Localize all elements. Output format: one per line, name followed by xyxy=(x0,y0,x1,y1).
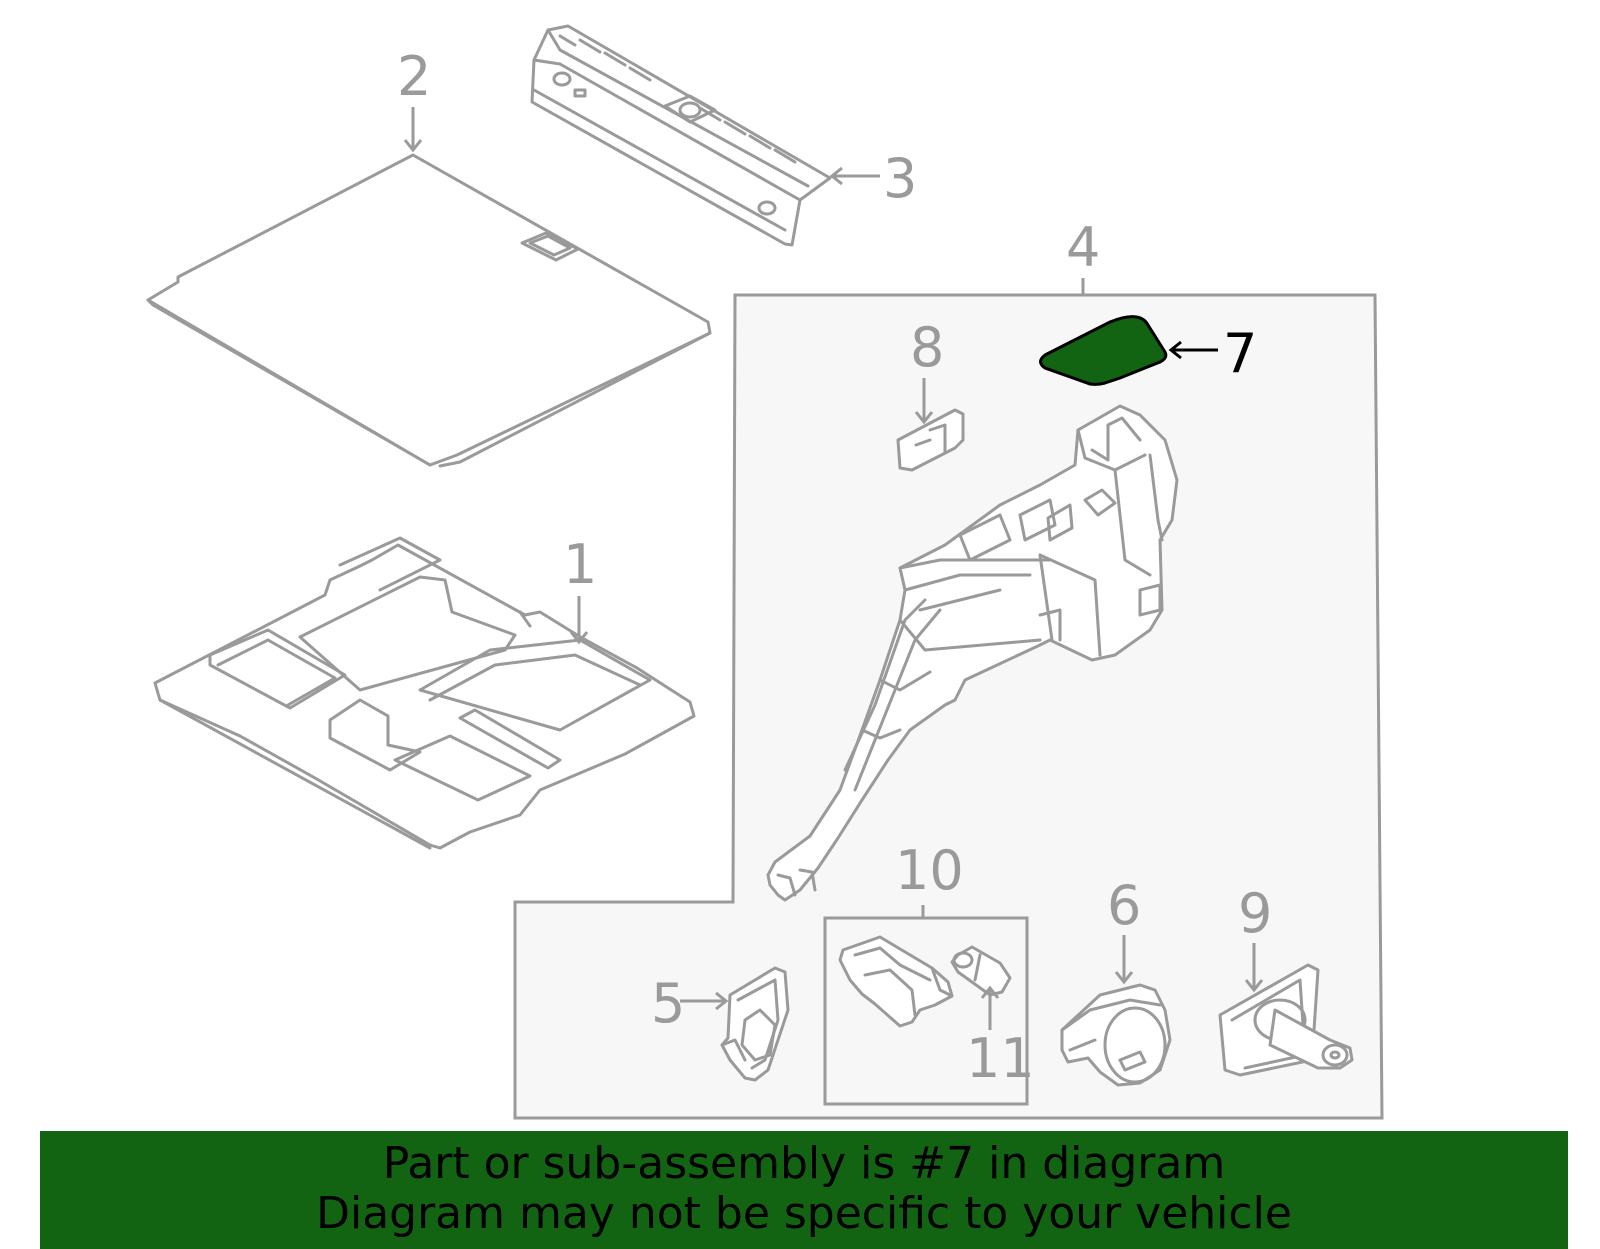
part-1-floor-tray xyxy=(153,536,696,850)
part-7-highlighted xyxy=(1039,315,1168,386)
callout-2: 2 xyxy=(397,45,431,108)
callout-8: 8 xyxy=(910,316,944,379)
callout-7-highlighted: 7 xyxy=(1223,322,1257,385)
part-8-clip xyxy=(896,408,965,472)
banner-line-1: Part or sub-assembly is #7 in diagram xyxy=(382,1138,1226,1189)
leader-lines xyxy=(403,107,1264,1030)
part-11-plug xyxy=(950,945,1012,997)
part-10-handle xyxy=(838,935,954,1028)
banner-line-2: Diagram may not be specific to your vehi… xyxy=(316,1188,1292,1239)
callout-10: 10 xyxy=(895,839,964,902)
callout-6: 6 xyxy=(1107,874,1141,937)
part-2-cargo-cover xyxy=(146,153,712,468)
info-banner: Part or sub-assembly is #7 in diagram Di… xyxy=(40,1131,1568,1249)
callout-4: 4 xyxy=(1066,216,1100,279)
part-6-round-cover xyxy=(1060,983,1172,1087)
callout-9: 9 xyxy=(1238,882,1272,945)
part-5-bracket xyxy=(720,966,790,1082)
callout-5: 5 xyxy=(651,972,685,1035)
part-3-sill-trim xyxy=(530,24,832,247)
part-4-side-trim xyxy=(766,404,1179,902)
callout-11: 11 xyxy=(966,1027,1035,1090)
part-9-power-outlet xyxy=(1218,963,1354,1077)
callout-3: 3 xyxy=(883,147,917,210)
callout-1: 1 xyxy=(563,533,597,596)
